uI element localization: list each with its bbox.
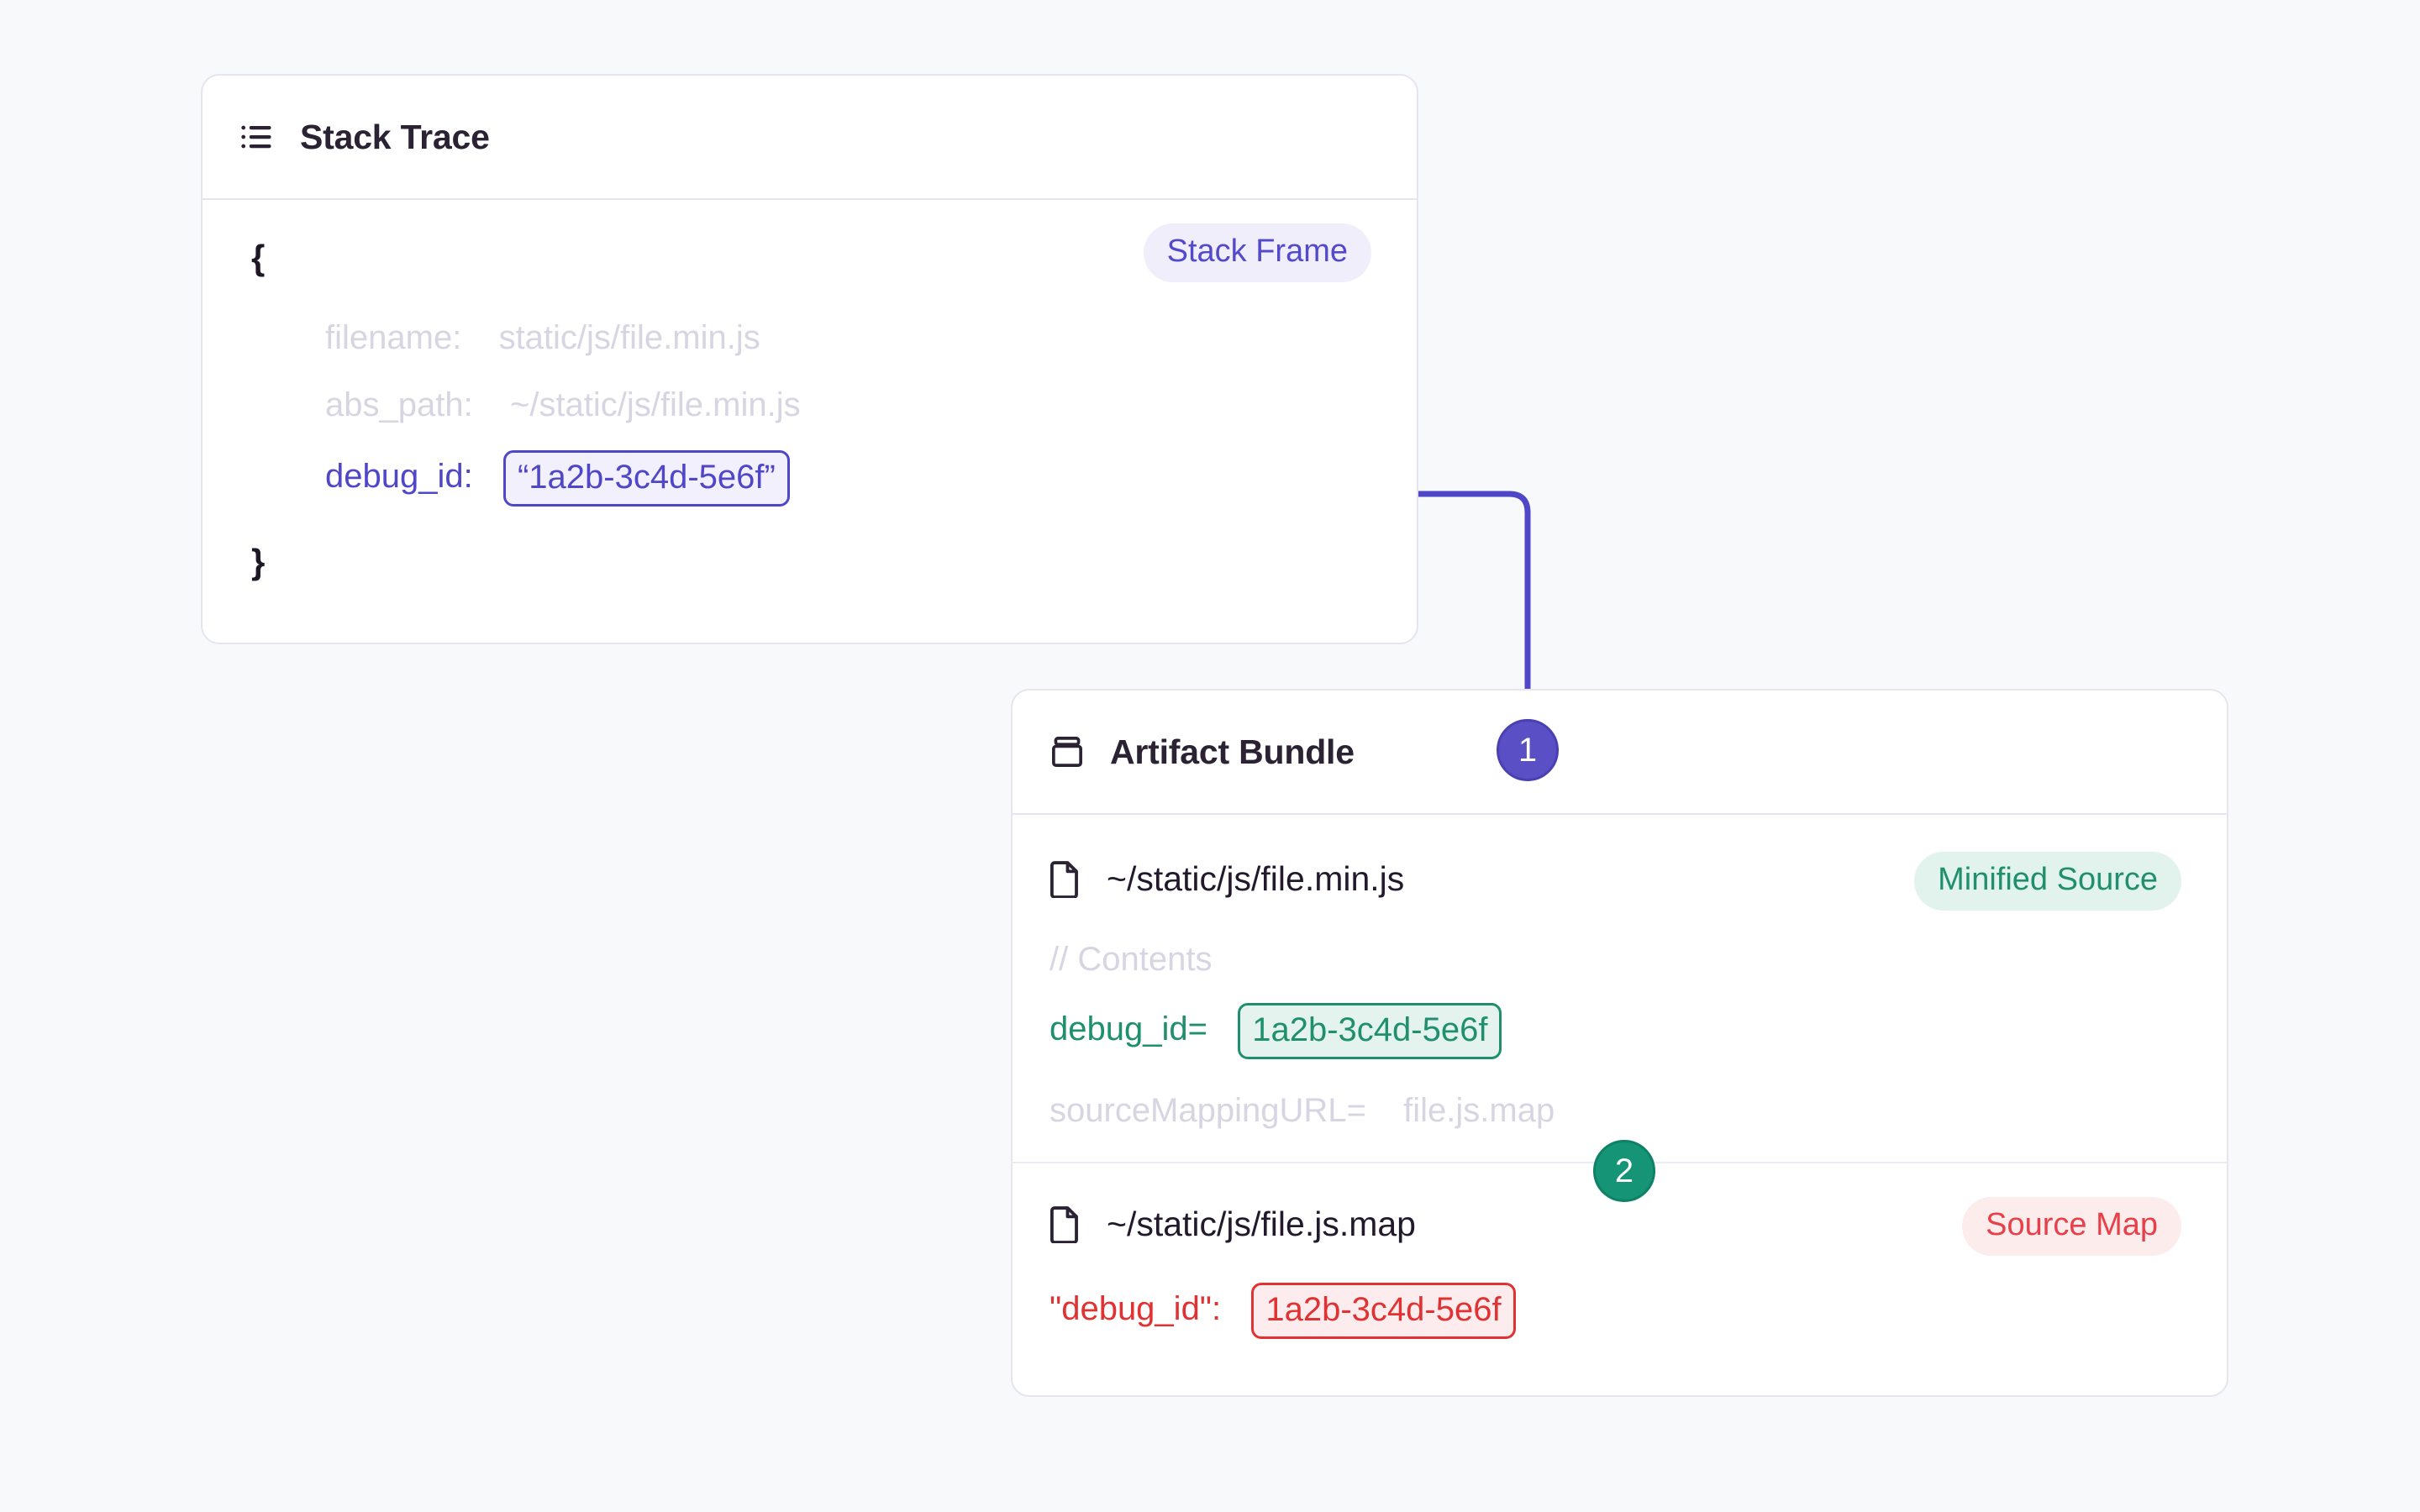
stack-trace-header: Stack Trace <box>203 76 1417 200</box>
minified-source-file-row: ~/static/js/file.min.js <box>1048 858 1404 899</box>
minified-source-path: ~/static/js/file.min.js <box>1107 858 1405 898</box>
file-icon <box>1048 1204 1083 1244</box>
source-mapping-url-row: sourceMappingURL= file.js.map <box>1050 1094 1555 1127</box>
code-row-filename-value: static/js/file.min.js <box>498 319 760 356</box>
code-row-debug-id-key: debug_id: <box>325 458 473 496</box>
minified-source-debug-id-row: debug_id= 1a2b-3c4d-5e6f <box>1050 1003 1502 1059</box>
code-row-filename: filename: static/js/file.min.js <box>325 321 760 354</box>
stack-trace-body: { Stack Frame filename: static/js/file.m… <box>203 200 1417 643</box>
artifact-file-minified-source: ~/static/js/file.min.js Minified Source … <box>1013 815 2227 1162</box>
source-mapping-url-key: sourceMappingURL= <box>1050 1092 1366 1129</box>
debug-id-value-chip-sourcemap[interactable]: 1a2b-3c4d-5e6f <box>1251 1283 1516 1339</box>
code-row-abspath-key: abs_path: <box>325 386 473 423</box>
step-badge-2: 2 <box>1593 1140 1655 1202</box>
source-mapping-url-value: file.js.map <box>1403 1092 1555 1129</box>
code-row-abspath: abs_path: ~/static/js/file.min.js <box>325 388 801 422</box>
list-icon <box>238 118 276 156</box>
stack-trace-panel: Stack Trace { Stack Frame filename: stat… <box>201 74 1418 644</box>
source-map-file-row: ~/static/js/file.js.map <box>1048 1204 1416 1244</box>
debug-id-value-chip-stacktrace[interactable]: “1a2b-3c4d-5e6f” <box>502 450 790 507</box>
code-row-filename-key: filename: <box>325 319 462 356</box>
source-map-debug-id-key: "debug_id": <box>1050 1290 1222 1328</box>
artifact-bundle-header: Artifact Bundle <box>1013 690 2227 815</box>
artifact-bundle-panel: Artifact Bundle ~/static/js/file.min.js … <box>1011 689 2228 1397</box>
code-row-debug-id: debug_id: “1a2b-3c4d-5e6f” <box>325 450 790 507</box>
stack-trace-title: Stack Trace <box>300 117 490 156</box>
source-map-debug-id-row: "debug_id": 1a2b-3c4d-5e6f <box>1050 1283 1516 1339</box>
archive-icon <box>1048 732 1086 771</box>
code-close-brace: } <box>251 542 266 581</box>
code-row-abspath-value: ~/static/js/file.min.js <box>509 386 801 423</box>
source-map-badge: Source Map <box>1962 1197 2181 1256</box>
minified-source-debug-id-key: debug_id= <box>1050 1011 1207 1048</box>
debug-id-value-chip-minified[interactable]: 1a2b-3c4d-5e6f <box>1238 1003 1502 1059</box>
file-icon <box>1048 858 1083 899</box>
minified-source-comment: // Contents <box>1050 941 1213 978</box>
code-open-brace: { <box>251 238 266 277</box>
artifact-file-source-map: ~/static/js/file.js.map Source Map "debu… <box>1013 1162 2227 1395</box>
source-map-path: ~/static/js/file.js.map <box>1107 1204 1416 1243</box>
step-badge-1: 1 <box>1497 719 1559 781</box>
stack-frame-badge: Stack Frame <box>1143 223 1371 282</box>
artifact-bundle-title: Artifact Bundle <box>1110 732 1355 771</box>
minified-source-badge: Minified Source <box>1914 852 2181 911</box>
